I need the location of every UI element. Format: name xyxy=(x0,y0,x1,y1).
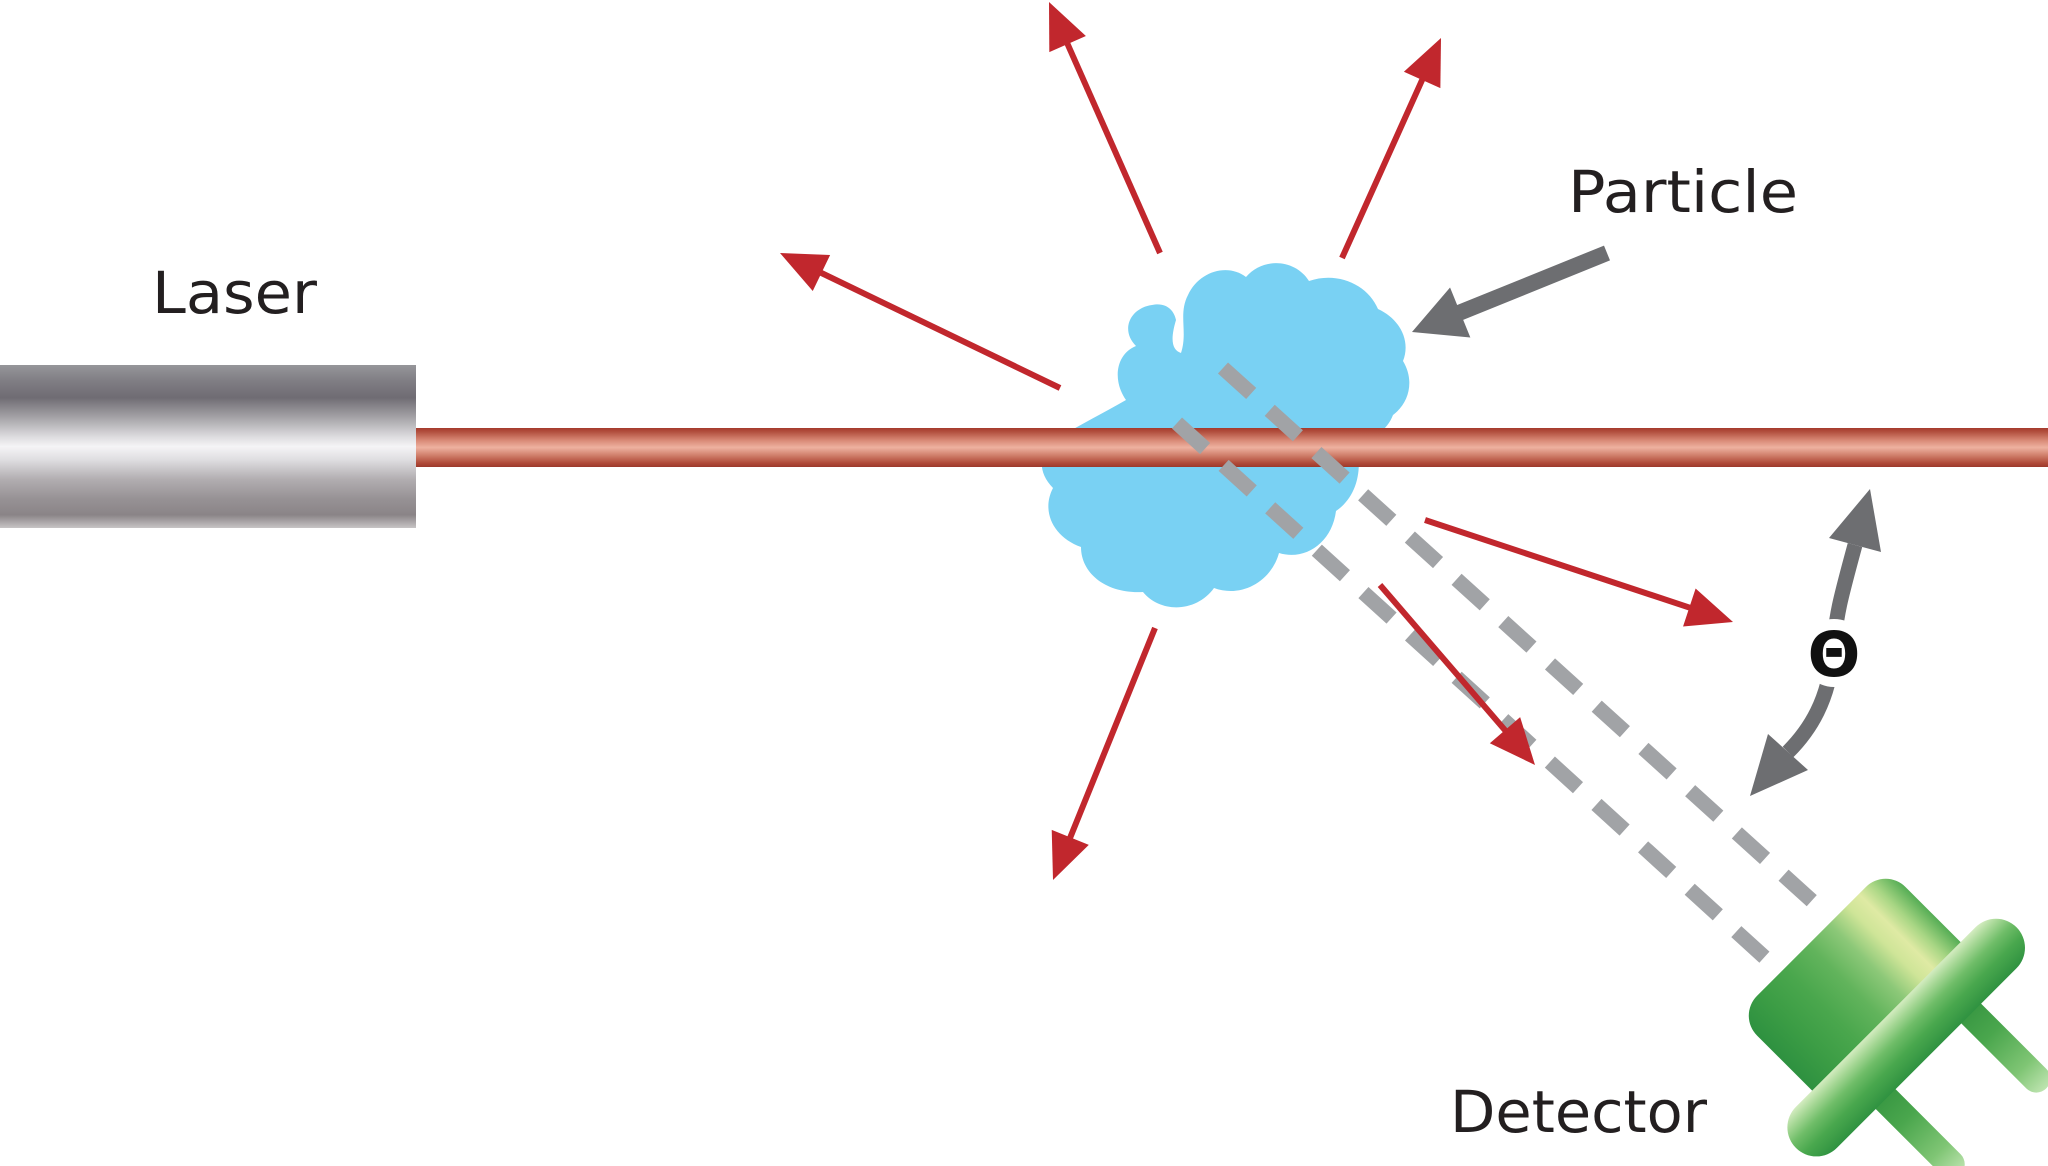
photodiode-icon xyxy=(1748,878,2048,1166)
scatter-arrow-up-left xyxy=(780,253,1062,391)
angle-arrowhead-up xyxy=(1829,489,1881,552)
arrows-layer xyxy=(780,2,1733,880)
scatter-arrow-to-detector xyxy=(1377,583,1535,765)
scatter-arrow-up xyxy=(1049,2,1163,255)
particle-label: Particle xyxy=(1568,158,1798,226)
angle-double-arrow-icon: Θ xyxy=(1750,489,1881,796)
scatter-arrow-up-left-shaft xyxy=(816,268,1062,391)
particle-pointer-arrow-head xyxy=(1412,287,1471,338)
scatter-arrow-down-left-shaft xyxy=(1065,626,1158,843)
theta-backplate xyxy=(1800,619,1868,687)
scatter-arrow-up-right-head xyxy=(1403,38,1441,89)
scatter-arrow-up-head xyxy=(1049,2,1086,53)
angle-arrowhead-down xyxy=(1750,734,1808,796)
detector-flange xyxy=(1787,918,2025,1157)
scatter-arrow-up-right xyxy=(1339,38,1441,260)
detector-body xyxy=(1748,878,1988,1118)
laser-beam-icon xyxy=(416,428,2048,467)
laser-cylinder-icon xyxy=(0,365,416,528)
detector-label: Detector xyxy=(1450,1078,1707,1146)
scatter-arrow-right-head xyxy=(1683,588,1733,627)
theta-label: Θ xyxy=(1808,618,1861,691)
scatter-arrow-to-detector-shaft xyxy=(1377,583,1510,736)
scatter-arrow-up-shaft xyxy=(1063,39,1163,255)
scatter-arrow-up-right-shaft xyxy=(1339,75,1427,260)
detector-pin-upper xyxy=(1950,992,2048,1093)
laser-label: Laser xyxy=(152,259,317,327)
scatter-arrow-down-left-head xyxy=(1051,829,1089,880)
scatter-arrow-to-detector-head xyxy=(1489,717,1535,765)
particle-pointer-arrow xyxy=(1412,245,1611,338)
detector-pin-lower xyxy=(1864,1078,1965,1166)
scatter-arrow-down-left xyxy=(1051,626,1158,880)
scatter-arrow-right-shaft xyxy=(1424,517,1695,612)
particle-pointer-arrow-shaft xyxy=(1453,245,1611,322)
scatter-arrow-up-left-head xyxy=(780,253,831,291)
scatter-arrow-right xyxy=(1424,517,1733,627)
detector-path-upper-dashed-line xyxy=(1217,362,1828,916)
